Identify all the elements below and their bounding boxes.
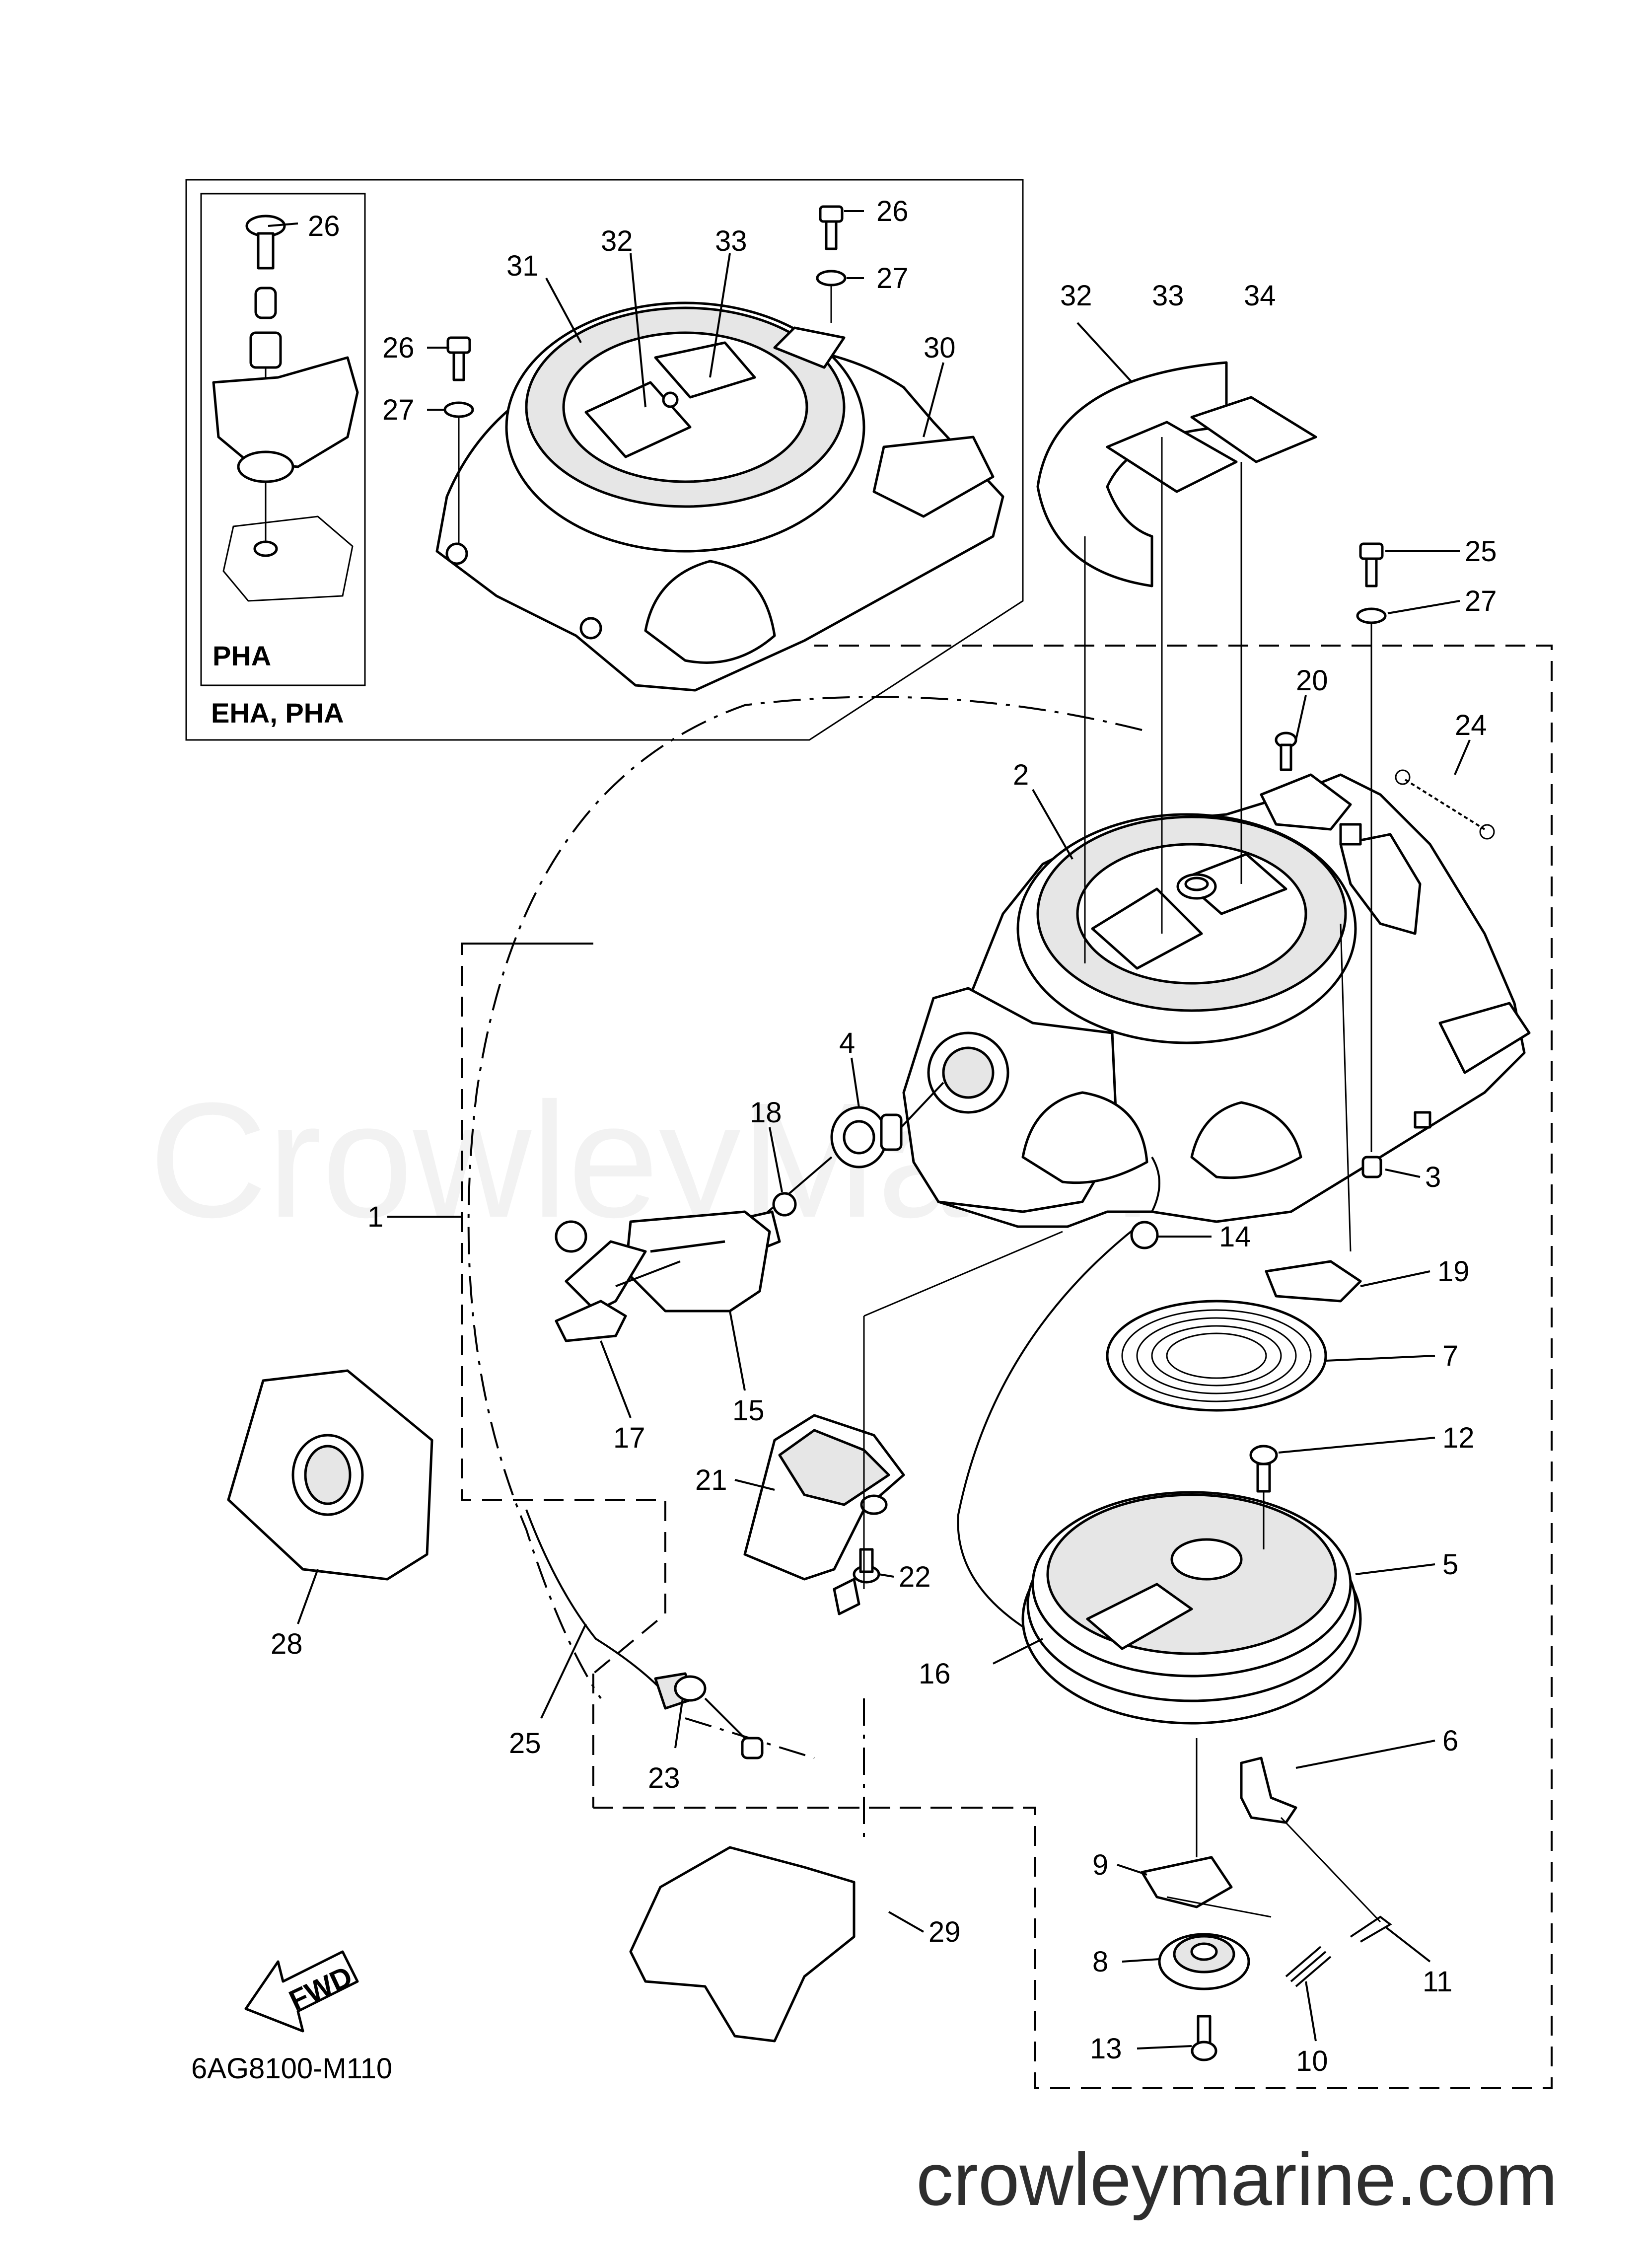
callout-16: 16 [919, 1658, 951, 1690]
reel-pulley-5 [1021, 1491, 1362, 1725]
callout-34-right: 34 [1244, 280, 1276, 312]
website-text: crowleymarine.com [916, 2137, 1558, 2221]
inset-cover [435, 301, 1004, 692]
callout-12: 12 [1442, 1422, 1475, 1454]
callout-27-inset-left: 27 [382, 394, 415, 426]
spiral-spring-7 [1106, 1300, 1327, 1412]
inset-bolt-26-right [816, 205, 847, 323]
cover-29 [227, 1369, 433, 1581]
callout-11: 11 [1423, 1966, 1452, 1998]
cable-bracket-21 [743, 1414, 905, 1615]
cable-route [467, 696, 1142, 1699]
assembly-lines [863, 437, 1381, 1923]
callout-10: 10 [1296, 2045, 1328, 2077]
rope-and-handle [555, 1156, 833, 1342]
cable-25 [525, 1509, 764, 1759]
callout-21: 21 [695, 1464, 727, 1496]
callout-24: 24 [1455, 709, 1487, 741]
callout-13: 13 [1090, 2033, 1122, 2065]
callout-23: 23 [648, 1762, 680, 1794]
inset-box: PHA EHA, PHA [185, 179, 1024, 741]
callout-33-right: 33 [1152, 280, 1184, 312]
inset-bolt-26-left [443, 336, 474, 544]
callout-9: 9 [1092, 1849, 1108, 1881]
bolt-12 [1249, 1445, 1278, 1549]
callout-5: 5 [1442, 1548, 1458, 1581]
callout-3: 3 [1425, 1161, 1441, 1193]
spring-11 [1350, 1915, 1392, 1943]
callout-26-inset-right: 26 [876, 195, 909, 227]
callout-6: 6 [1442, 1725, 1458, 1757]
fwd-arrow: FWD [244, 1950, 359, 2033]
callout-8: 8 [1092, 1946, 1108, 1978]
callout-32-inset: 31 [506, 250, 539, 282]
callouts: 26 31 32 33 26 27 30 26 27 32 33 34 25 2… [271, 195, 1497, 2077]
pha-bracket-detail [212, 215, 359, 602]
callout-28: 26 [308, 210, 340, 242]
callout-27-inset-right: 27 [876, 262, 909, 294]
friction-plate-9 [1141, 1856, 1233, 1908]
callout-26-right: 25 [1465, 535, 1497, 568]
callout-19: 19 [1437, 1255, 1470, 1288]
callout-17: 17 [613, 1422, 645, 1454]
assembly-boundary [593, 645, 1553, 2089]
callout-30: 29 [928, 1916, 961, 1948]
callout-14: 14 [1219, 1221, 1251, 1253]
callout-31: 30 [924, 332, 956, 364]
callout-26-inset-left: 26 [382, 332, 415, 364]
callout-29: 28 [271, 1628, 303, 1660]
inset-outer-label: EHA, PHA [211, 697, 344, 729]
leader-lines [268, 210, 1471, 2049]
callout-33-inset: 32 [601, 225, 633, 257]
inset-sub-label: PHA [213, 640, 271, 671]
callout-18: 18 [750, 1097, 782, 1129]
grommet-14 [1130, 1221, 1159, 1249]
left-boundary [461, 943, 666, 1675]
bolt-13 [1191, 2015, 1217, 2061]
engine-bracket [629, 1846, 856, 2043]
callout-15: 15 [732, 1394, 765, 1427]
spring-10 [1285, 1946, 1332, 1987]
callout-20: 20 [1296, 664, 1328, 697]
rope-guide-4 [830, 1031, 1009, 1169]
bolt-22 [853, 1548, 880, 1584]
callout-27-right: 27 [1465, 585, 1497, 617]
callout-22: 22 [899, 1561, 931, 1593]
starter-case [902, 773, 1531, 1228]
callout-2: 2 [1013, 759, 1029, 791]
pin-20 [1275, 732, 1297, 771]
callout-34-inset: 33 [715, 225, 747, 257]
callout-7: 7 [1442, 1340, 1458, 1372]
callout-4: 4 [839, 1027, 855, 1059]
drive-pawl-6 [1240, 1756, 1297, 1824]
callout-25: 25 [509, 1727, 541, 1759]
callout-32-right: 32 [1060, 280, 1092, 312]
stopper-19 [1265, 1260, 1362, 1303]
collar-3 [1361, 1156, 1382, 1178]
decals-right [1036, 361, 1317, 587]
spring-24 [1395, 769, 1495, 840]
bolt-26-right [1356, 542, 1387, 1152]
callout-1: 1 [367, 1201, 383, 1233]
retainer-8 [1158, 1933, 1250, 1990]
cable-16 [957, 1226, 1138, 1640]
diagram-code: 6AG8100-M110 [191, 2052, 392, 2085]
